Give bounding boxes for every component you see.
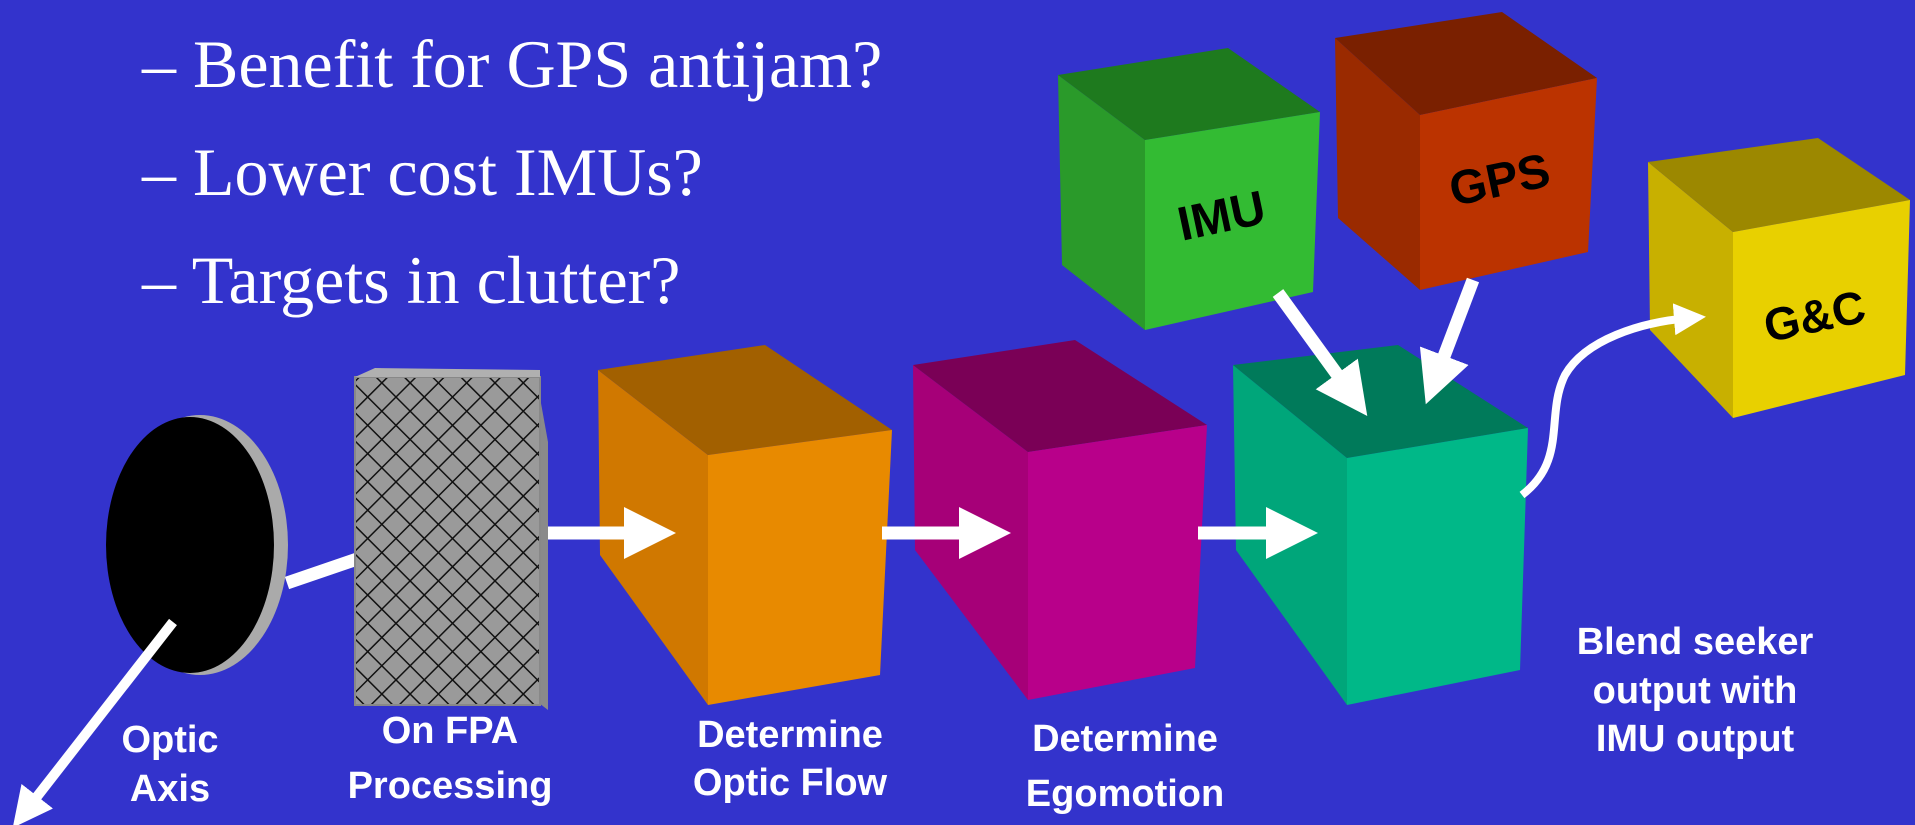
label-optic-flow: Determine Optic Flow [640, 712, 940, 807]
egomotion-box [913, 340, 1207, 700]
imu-box [1058, 48, 1320, 330]
bullet-lower-cost-imus: – Lower cost IMUs? [142, 134, 703, 210]
lens [106, 415, 288, 675]
label-blend-line3: IMU output [1595, 718, 1795, 761]
arrow-blend-to-gc [1519, 303, 1706, 499]
label-fpa-processing: On FPA Processing [320, 704, 580, 814]
label-fpa-line1: On FPA [381, 710, 519, 752]
label-blend: Blend seeker output with IMU output [1530, 618, 1860, 764]
label-blend-line1: Blend seeker [1576, 621, 1814, 663]
arrow-gps-to-blend [1419, 277, 1480, 405]
bullet-gps-antijam: – Benefit for GPS antijam? [142, 26, 883, 102]
label-egomotion-line2: Egomotion [1025, 773, 1225, 816]
optic-flow-box [598, 345, 892, 705]
label-blend-line2: output with [1592, 669, 1798, 712]
gps-box [1335, 12, 1597, 290]
fpa-plate [354, 368, 548, 710]
optic-axis-arrow [12, 618, 177, 825]
blend-box [1233, 345, 1528, 705]
label-optic-flow-line2: Optic Flow [692, 761, 888, 804]
label-egomotion-line1: Determine [1032, 718, 1218, 760]
arrow-imu-to-blend [1272, 289, 1368, 417]
label-egomotion: Determine Egomotion [975, 712, 1275, 822]
label-optic-axis: Optic Axis [90, 716, 250, 813]
bullet-targets-in-clutter: – Targets in clutter? [142, 242, 681, 318]
gc-box [1648, 138, 1910, 418]
label-optic-flow-line1: Determine [697, 714, 883, 756]
label-optic-axis-line2: Axis [129, 767, 211, 810]
label-fpa-line2: Processing [347, 765, 553, 808]
label-optic-axis-line1: Optic [121, 719, 219, 761]
